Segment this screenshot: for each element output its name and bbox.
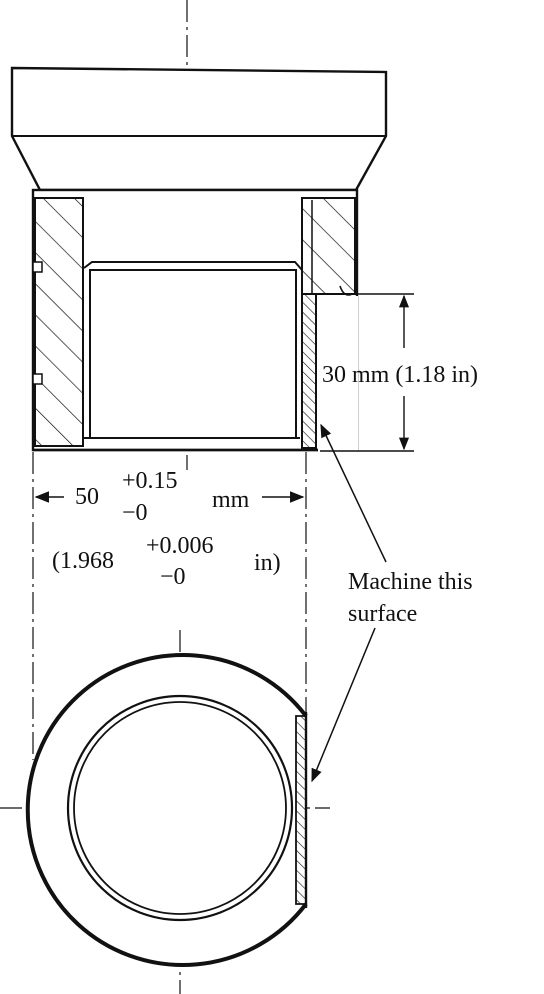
width-tolerance-minus-mm: −0 <box>122 500 148 526</box>
width-tolerance-minus-in: −0 <box>160 564 186 590</box>
left-wall-section <box>34 197 84 447</box>
side-section-view <box>10 0 388 470</box>
bore-step-line <box>83 261 303 271</box>
width-nominal-in: (1.968 <box>52 548 114 574</box>
callout-line-2: surface <box>348 601 417 627</box>
right-wall-section <box>301 197 356 295</box>
left-groove-lower <box>32 373 43 385</box>
end-view-bore-outer <box>66 694 294 922</box>
width-unit-mm: mm <box>212 487 250 513</box>
machine-surface-callout: Machine this surface <box>311 423 473 783</box>
width-tolerance-plus-in: +0.006 <box>146 533 214 559</box>
width-dimension: 50 +0.15 −0 mm (1.968 +0.006 −0 in) <box>32 452 307 760</box>
height-dimension: 30 mm (1.18 in) <box>320 293 478 452</box>
machined-flat-section <box>295 715 307 905</box>
left-groove-upper <box>32 261 43 273</box>
head-block <box>10 66 388 192</box>
width-unit-in: in) <box>254 550 281 576</box>
callout-line-1: Machine this <box>348 569 473 595</box>
leader-line-upper <box>320 423 387 563</box>
leader-line-lower <box>311 627 376 783</box>
end-view <box>0 630 330 994</box>
height-dimension-label: 30 mm (1.18 in) <box>322 362 478 388</box>
width-tolerance-plus-mm: +0.15 <box>122 468 178 494</box>
bore-interior <box>84 198 302 446</box>
machined-surface-strip <box>301 293 317 449</box>
end-view-bore-inner <box>73 701 287 915</box>
width-nominal-mm: 50 <box>75 484 99 510</box>
